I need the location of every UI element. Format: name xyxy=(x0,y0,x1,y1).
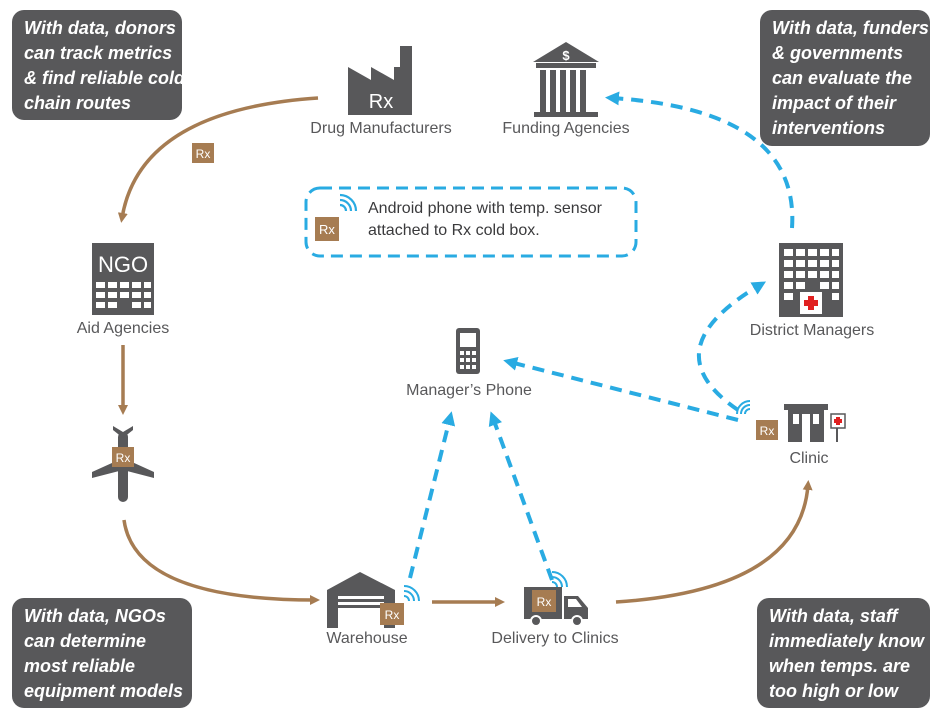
legend-rx-box-icon: Rx xyxy=(315,217,339,241)
callout-donors: With data, donors can track metrics & fi… xyxy=(12,10,186,120)
clinic-wifi-icon xyxy=(736,400,751,415)
arrow-district-to-funding xyxy=(605,91,795,229)
delivery-truck-icon: Rx xyxy=(524,587,588,627)
callout-funders-line-4: impact of their xyxy=(772,93,897,113)
legend-line-2: attached to Rx cold box. xyxy=(368,222,540,239)
warehouse-wifi-icon xyxy=(403,585,420,602)
factory-rx-text: Rx xyxy=(369,91,393,113)
rx-box-label: Rx xyxy=(319,222,335,237)
arrow-manufacturer-to-ngo xyxy=(117,96,319,223)
callout-ngos-line-2: can determine xyxy=(24,631,147,651)
wifi-signal-icon xyxy=(339,193,358,212)
factory-icon: Rx xyxy=(348,46,412,115)
arrow-clinic-to-phone xyxy=(503,356,739,422)
callout-funders-line-5: interventions xyxy=(772,118,886,138)
label-drug-manufacturers: Drug Manufacturers xyxy=(310,120,452,137)
label-delivery-to-clinics: Delivery to Clinics xyxy=(491,630,619,647)
transit-rx-text: Rx xyxy=(196,147,211,161)
airplane-icon: Rx xyxy=(92,426,154,502)
ngo-text: NGO xyxy=(98,252,148,277)
callout-staff-line-2: immediately know xyxy=(769,631,925,651)
data-flow-arrows xyxy=(408,91,795,581)
airplane-rx-text: Rx xyxy=(116,451,131,465)
label-warehouse: Warehouse xyxy=(326,630,408,647)
clinic-icon xyxy=(784,404,846,442)
callout-donors-line-3: & find reliable cold xyxy=(24,68,186,88)
callout-funders-line-1: With data, funders xyxy=(772,18,929,38)
callout-staff-line-4: too high or low xyxy=(769,681,898,701)
label-aid-agencies: Aid Agencies xyxy=(76,320,170,337)
label-clinic: Clinic xyxy=(789,450,829,467)
legend-box xyxy=(304,186,638,258)
arrow-clinic-to-district xyxy=(696,281,767,412)
callout-funders-line-3: can evaluate the xyxy=(772,68,913,88)
mobile-phone-icon xyxy=(456,328,480,374)
callout-staff-line-1: With data, staff xyxy=(769,606,898,626)
callout-ngos-line-4: equipment models xyxy=(24,681,184,701)
truck-wifi-icon xyxy=(551,571,568,588)
callout-ngos: With data, NGOs can determine most relia… xyxy=(12,598,192,708)
legend-description: Android phone with temp. sensor attached… xyxy=(368,198,602,242)
legend-line-1: Android phone with temp. sensor xyxy=(368,200,602,217)
clinic-rx-text: Rx xyxy=(760,424,775,438)
callout-funders: With data, funders & governments can eva… xyxy=(760,10,930,146)
warehouse-icon: Rx xyxy=(327,572,404,628)
bank-icon: $ xyxy=(533,42,599,117)
callout-donors-line-1: With data, donors xyxy=(24,18,176,38)
hospital-building-icon xyxy=(779,243,843,317)
callout-funders-line-2: & governments xyxy=(772,43,904,63)
truck-rx-text: Rx xyxy=(537,595,552,609)
arrow-airplane-to-warehouse xyxy=(122,519,320,605)
arrow-delivery-to-clinic xyxy=(615,480,813,604)
ngo-building-icon: NGO xyxy=(92,243,154,315)
clinic-rx-box-icon: Rx xyxy=(756,420,778,440)
callout-donors-line-2: can track metrics xyxy=(24,43,173,63)
callout-ngos-line-3: most reliable xyxy=(24,656,136,676)
label-funding-agencies: Funding Agencies xyxy=(502,120,630,137)
label-district-managers: District Managers xyxy=(749,322,875,339)
transit-rx-box-icon: Rx xyxy=(192,143,214,163)
supply-chain-arrows xyxy=(117,96,813,607)
warehouse-rx-text: Rx xyxy=(385,608,400,622)
label-managers-phone: Manager’s Phone xyxy=(406,382,532,399)
arrow-warehouse-to-phone xyxy=(408,411,456,579)
callout-staff-line-3: when temps. are xyxy=(769,656,911,676)
arrow-truck-to-phone xyxy=(488,411,554,581)
callout-staff: With data, staff immediately know when t… xyxy=(757,598,930,708)
callout-ngos-line-1: With data, NGOs xyxy=(24,606,166,626)
bank-dollar-text: $ xyxy=(562,48,570,63)
red-cross-icon xyxy=(804,296,818,310)
callout-donors-line-4: chain routes xyxy=(24,93,132,113)
